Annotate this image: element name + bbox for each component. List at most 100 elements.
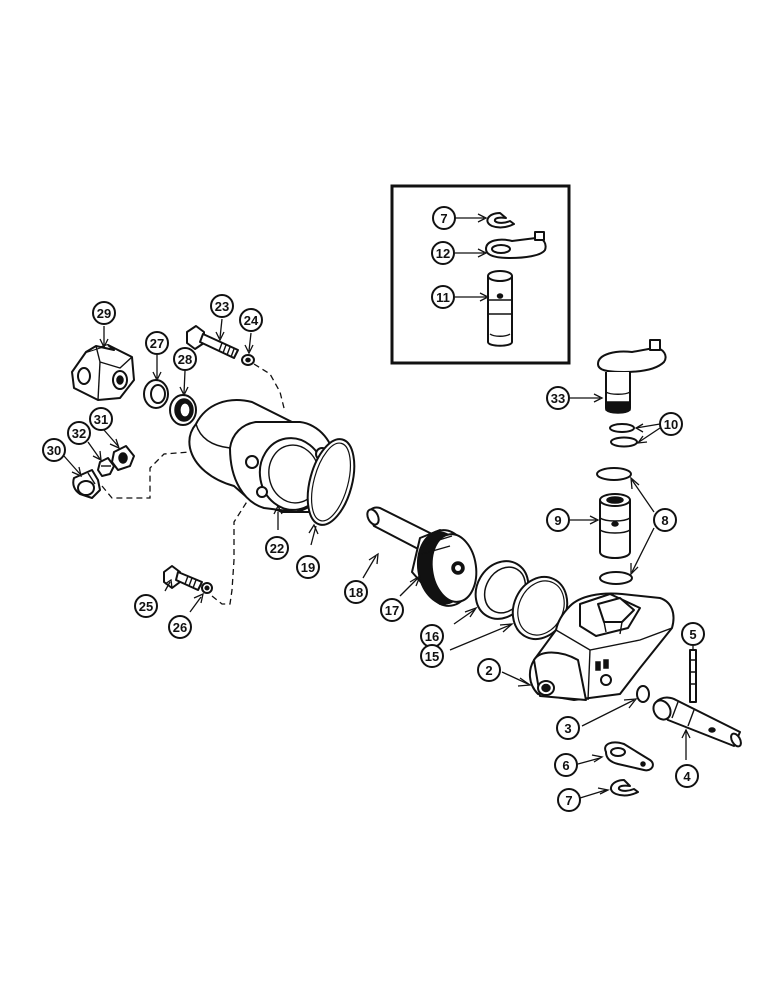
- callout-label: 23: [215, 299, 229, 314]
- callout-label: 17: [385, 603, 399, 618]
- callout-c11: 11: [431, 285, 455, 309]
- callout-label: 27: [150, 336, 164, 351]
- callout-circle: [145, 331, 169, 355]
- callout-label: 7: [440, 211, 447, 226]
- roll-pin: [689, 646, 697, 703]
- o-ring-8-bottom: [599, 476, 655, 585]
- callout-label: 2: [485, 663, 492, 678]
- seal-27: [143, 355, 169, 409]
- callout-label: 31: [94, 412, 108, 427]
- callout-label: 3: [564, 721, 571, 736]
- e-clip-bottom: [579, 779, 639, 799]
- callout-label: 18: [349, 585, 363, 600]
- sleeve-9: [570, 493, 631, 559]
- callout-label: 26: [173, 620, 187, 635]
- callout-c25: 25: [134, 594, 158, 618]
- callout-circle: [554, 753, 578, 777]
- callout-c30: 30: [42, 438, 66, 462]
- callout-c28: 28: [173, 347, 197, 371]
- callout-circle: [42, 438, 66, 462]
- inset-shaft: [487, 275, 513, 347]
- callout-c23: 23: [210, 294, 234, 318]
- callout-c6: 6: [554, 753, 578, 777]
- callout-circle: [168, 615, 192, 639]
- callout-c9: 9: [546, 508, 570, 532]
- callout-c31: 31: [89, 407, 113, 431]
- bolt-top: [186, 318, 239, 359]
- callout-c3: 3: [556, 716, 580, 740]
- callout-label: 7: [565, 793, 572, 808]
- callout-label: 30: [47, 443, 61, 458]
- inset-e-clip: [486, 212, 515, 229]
- callout-circle: [67, 421, 91, 445]
- callout-label: 25: [139, 599, 153, 614]
- callout-circle: [432, 206, 456, 230]
- callout-label: 29: [97, 306, 111, 321]
- callout-c27: 27: [145, 331, 169, 355]
- callout-c33: 33: [546, 386, 570, 410]
- control-shaft: [652, 696, 742, 760]
- callout-label: 11: [436, 290, 450, 305]
- callout-c22: 22: [265, 536, 289, 560]
- callout-c4: 4: [675, 764, 699, 788]
- o-ring-19: [306, 438, 356, 546]
- callout-c15: 15: [420, 644, 444, 668]
- callout-circle: [653, 508, 677, 532]
- callout-c8: 8: [653, 508, 677, 532]
- callout-circle: [675, 764, 699, 788]
- fitting-32: [87, 441, 115, 477]
- callout-circle: [265, 536, 289, 560]
- callout-circle: [92, 301, 116, 325]
- elbow-fitting-30: [63, 451, 191, 499]
- callout-circle: [557, 788, 581, 812]
- callout-circle: [296, 555, 320, 579]
- lever-shaft: [570, 339, 667, 414]
- callout-circle: [431, 285, 455, 309]
- o-rings-10: [609, 423, 661, 448]
- callout-label: 9: [554, 513, 561, 528]
- callout-label: 12: [436, 246, 450, 261]
- callout-circle: [239, 308, 263, 332]
- valve-body: [501, 592, 675, 701]
- callout-c17: 17: [380, 598, 404, 622]
- callout-label: 5: [689, 627, 696, 642]
- callout-c26: 26: [168, 615, 192, 639]
- callout-circle: [210, 294, 234, 318]
- callout-circle: [681, 622, 705, 646]
- callout-circle: [173, 347, 197, 371]
- callout-label: 15: [425, 649, 439, 664]
- callout-circle: [546, 386, 570, 410]
- callout-circle: [344, 580, 368, 604]
- o-ring-3: [581, 685, 650, 727]
- callout-circle: [556, 716, 580, 740]
- callout-label: 28: [178, 352, 192, 367]
- callout-c32: 32: [67, 421, 91, 445]
- callout-c12: 12: [431, 241, 455, 265]
- o-ring-8-top: [596, 467, 632, 481]
- callouts: 7 12 11 29 23 24 27 28 33 10 31 32 30 9 …: [42, 206, 705, 812]
- callout-c7a: 7: [432, 206, 456, 230]
- link-plate: [577, 741, 654, 772]
- callout-circle: [420, 644, 444, 668]
- callout-label: 6: [562, 758, 569, 773]
- callout-circle: [431, 241, 455, 265]
- callout-c2: 2: [477, 658, 501, 682]
- callout-label: 19: [301, 560, 315, 575]
- washer-top: [241, 332, 286, 413]
- callout-c19: 19: [296, 555, 320, 579]
- callout-circle: [134, 594, 158, 618]
- callout-circle: [659, 412, 683, 436]
- callout-label: 22: [270, 541, 284, 556]
- callout-circle: [546, 508, 570, 532]
- clevis: [71, 326, 135, 401]
- callout-c24: 24: [239, 308, 263, 332]
- callout-label: 16: [425, 629, 439, 644]
- bolt-bottom: [163, 565, 203, 592]
- callout-circle: [477, 658, 501, 682]
- callout-c29: 29: [92, 301, 116, 325]
- callout-c16: 16: [420, 624, 444, 648]
- callout-label: 4: [683, 769, 691, 784]
- callout-label: 8: [661, 513, 668, 528]
- callout-c5: 5: [681, 622, 705, 646]
